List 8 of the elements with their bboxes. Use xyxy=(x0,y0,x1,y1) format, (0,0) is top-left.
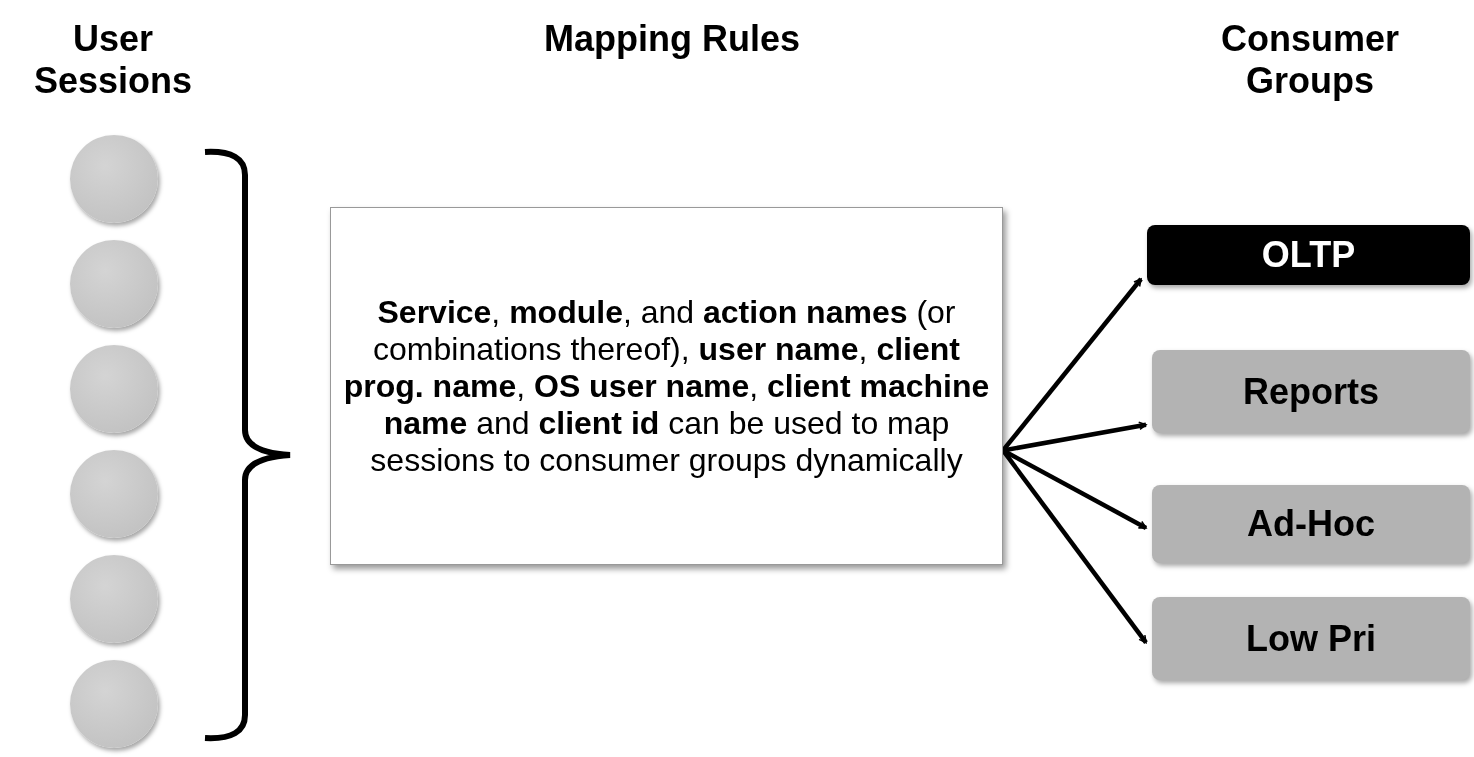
consumer-group-box: OLTP xyxy=(1147,225,1470,285)
consumer-group-box: Ad-Hoc xyxy=(1152,485,1470,563)
column-heading: User Sessions xyxy=(32,18,194,102)
column-heading: Mapping Rules xyxy=(543,18,801,60)
consumer-group-box: Reports xyxy=(1152,350,1470,433)
rule-text: Service, module, and action names (or combinations thereof), user name, client prog. name, OS user name, client machine name and client id can be used to map sessions to consumer groups dynamically xyxy=(342,293,991,479)
consumer-group-box: Low Pri xyxy=(1152,597,1470,680)
column-heading: Consumer Groups xyxy=(1220,18,1400,102)
